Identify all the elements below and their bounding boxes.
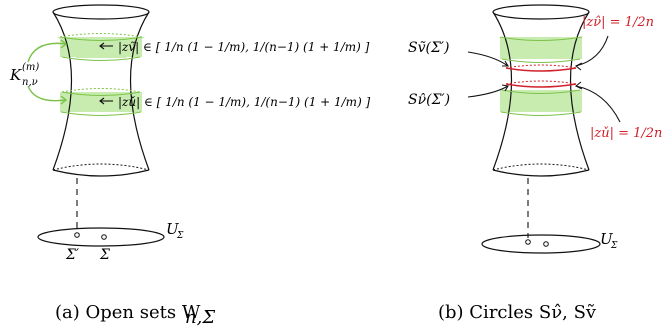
s-lower-label: Sν̂(Σ′) <box>408 92 450 108</box>
caption-a: (a) Open sets W <box>55 302 201 323</box>
panel-a-arrows <box>99 42 113 105</box>
panel-a-tube <box>52 4 150 177</box>
panel-b-tube <box>492 4 590 177</box>
k-sub: n,ν <box>22 77 38 88</box>
panel-b-right-arrows <box>574 35 621 123</box>
red-circle-lower <box>505 83 577 88</box>
panel-b-left-arrows <box>467 51 509 98</box>
lower-interval-label: |zǔ| ∈ [ 1/n (1 − 1/m), 1/(n−1) (1 + 1/m… <box>118 95 371 109</box>
k-sup: (m) <box>22 62 39 73</box>
red-circle-upper <box>505 67 577 72</box>
caption-a-sub: n,Σ <box>185 307 215 328</box>
k-arrows <box>27 39 68 105</box>
u-sub-a: Σ <box>176 231 184 241</box>
u-sigma-ellipse-a <box>37 227 165 247</box>
upper-band-b <box>500 37 582 59</box>
red-lower-label: |zǔ| = 1/2n <box>590 126 662 141</box>
sigma-label: Σ <box>99 247 110 263</box>
upper-interval-label: |zṽ| ∈ [ 1/n (1 − 1/m), 1/(n−1) (1 + 1/m… <box>118 40 370 54</box>
sigma-prime-label: Σ′ <box>65 247 80 263</box>
u-label-b: U <box>600 230 614 248</box>
u-label-a: U <box>166 220 180 238</box>
caption-b: (b) Circles Sν̂, Sṽ <box>438 302 597 323</box>
red-upper-label: |zν̂| = 1/2n <box>582 15 654 30</box>
u-sigma-ellipse-b <box>481 234 601 254</box>
k-label: K <box>9 66 22 84</box>
lower-band-b <box>500 90 582 112</box>
u-sub-b: Σ <box>610 241 618 251</box>
s-upper-label: Sṽ(Σ′) <box>408 40 450 56</box>
